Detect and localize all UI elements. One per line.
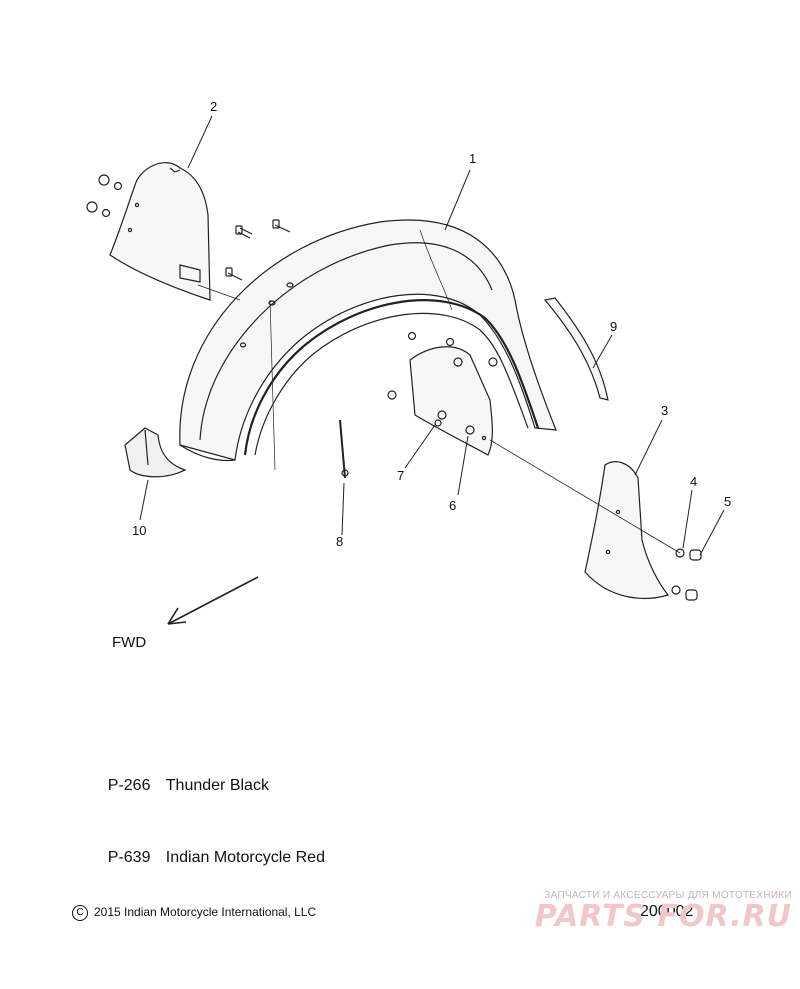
copyright-symbol: C: [72, 905, 88, 921]
fender-strip: [543, 297, 609, 401]
assembly-lines: [197, 284, 681, 554]
callout-10: 10: [132, 523, 146, 538]
legend-row: P-266 Thunder Black: [90, 750, 325, 822]
callout-6: 6: [449, 498, 456, 513]
callout-4: 4: [690, 474, 697, 489]
front-fender: [179, 219, 557, 471]
callout-5: 5: [724, 494, 731, 509]
paint-legend: P-266 Thunder Black P-639 Indian Motorcycl…: [90, 750, 325, 894]
legend-code: P-266: [107, 777, 151, 794]
callout-3: 3: [661, 403, 668, 418]
callout-1: 1: [469, 151, 476, 166]
legend-code: P-639: [107, 849, 151, 866]
legend-row: P-639 Indian Motorcycle Red: [90, 822, 325, 894]
callout-9: 9: [610, 319, 617, 334]
fender-trim-front: [86, 162, 291, 301]
watermark-tagline: ЗАПЧАСТИ И АКСЕССУАРЫ ДЛЯ МОТОТЕХНИКИ: [544, 890, 792, 901]
fender-rod: [339, 419, 349, 479]
callout-leaders: [139, 115, 725, 556]
copyright-text: 2015 Indian Motorcycle International, LL…: [94, 905, 317, 920]
fwd-arrow: [167, 576, 259, 625]
fender-emblem: [124, 427, 187, 478]
callout-2: 2: [210, 99, 217, 114]
watermark: ЗАПЧАСТИ И АКСЕССУАРЫ ДЛЯ МОТОТЕХНИКИ PA…: [535, 890, 792, 934]
callout-7: 7: [397, 468, 404, 483]
diagram-number: 200002: [640, 903, 694, 920]
legend-name: Thunder Black: [165, 777, 269, 794]
callout-8: 8: [336, 534, 343, 549]
fender-trim-rear: [584, 461, 702, 601]
copyright-notice: C 2015 Indian Motorcycle International, L…: [72, 905, 316, 921]
legend-name: Indian Motorcycle Red: [165, 849, 325, 866]
watermark-brand: PARTS FOR.RU: [534, 899, 792, 934]
callout-labels: 1 2 3 4 5 6 7 8 9 10 FWD: [112, 99, 731, 651]
fender-bracket: [387, 331, 498, 456]
fwd-label: FWD: [112, 634, 146, 651]
